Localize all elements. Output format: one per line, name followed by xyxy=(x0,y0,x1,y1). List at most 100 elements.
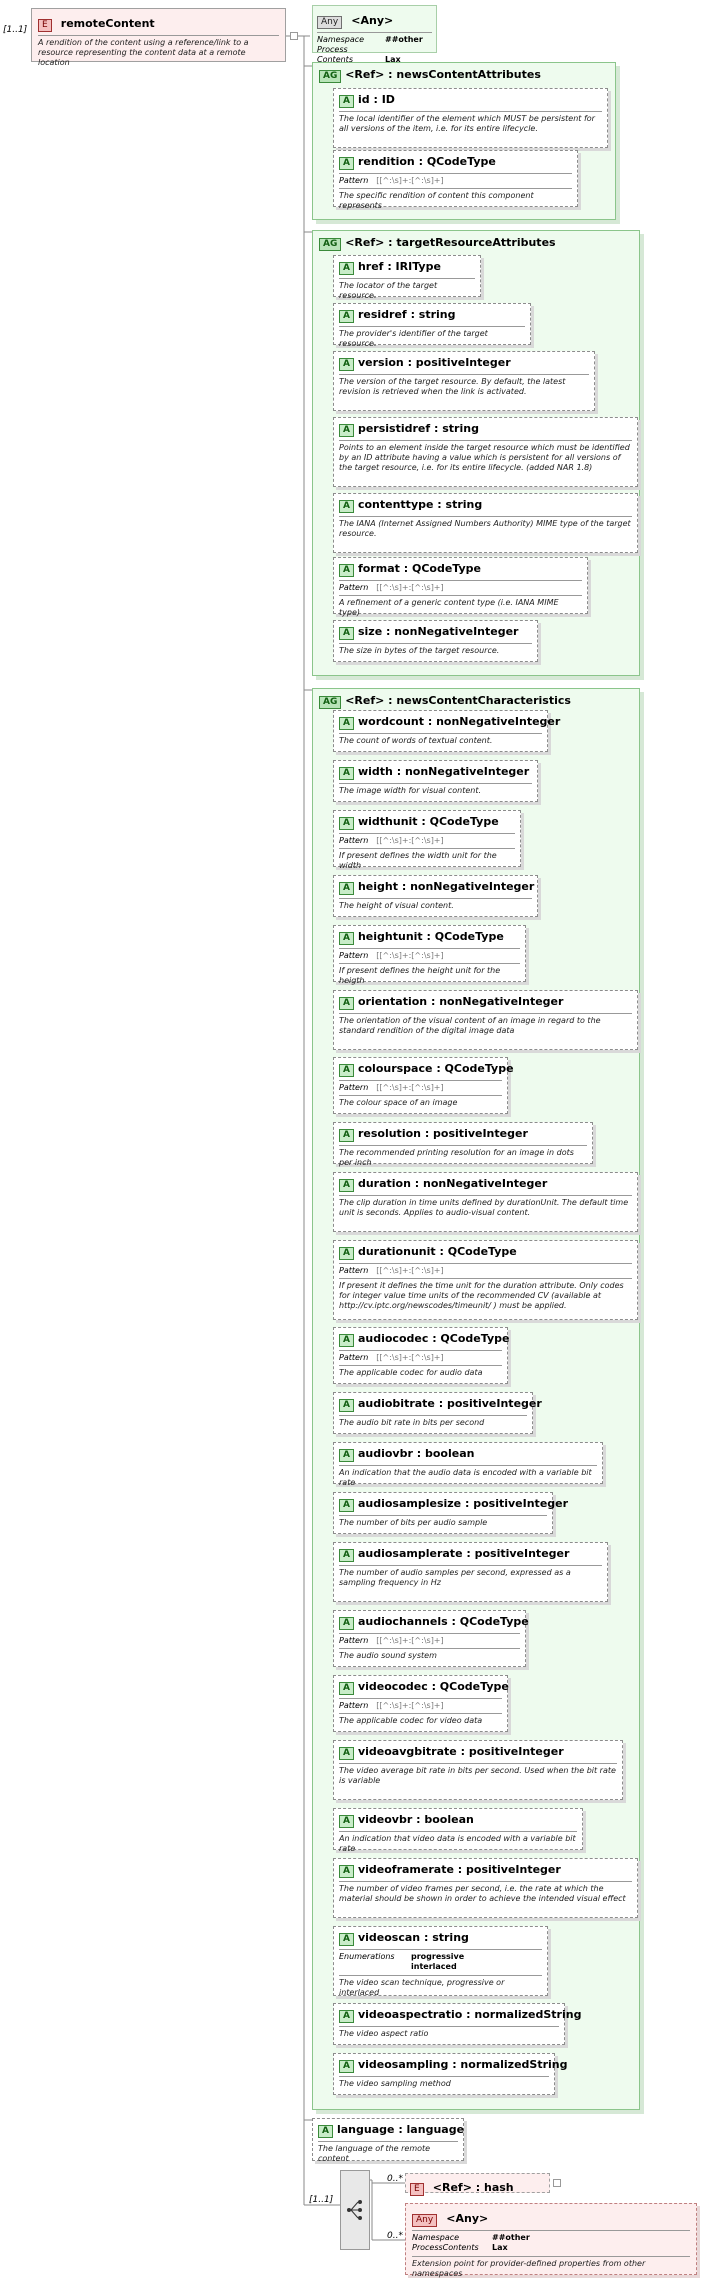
attribute-doc: The number of bits per audio sample xyxy=(339,1518,488,1527)
attribute-name: rendition xyxy=(357,155,415,168)
attribute-doc: If present defines the height unit for t… xyxy=(339,966,501,985)
attribute-icon: A xyxy=(339,1334,354,1347)
attribute-icon: A xyxy=(339,1933,354,1946)
attribute-icon: A xyxy=(339,500,354,513)
attribute-doc: The image width for visual content. xyxy=(339,786,482,795)
attribute-doc: The video scan technique, progressive or… xyxy=(339,1978,505,1997)
attribute-icon: A xyxy=(339,1617,354,1630)
element-icon: E xyxy=(38,19,52,32)
any-extension-doc: Extension point for provider-defined pro… xyxy=(412,2259,646,2278)
attribute-doc: The provider's identifier of the target … xyxy=(339,329,488,348)
pattern-label: Pattern xyxy=(339,1353,369,1362)
attribute-icon: A xyxy=(339,1449,354,1462)
attribute-icon: A xyxy=(339,1682,354,1695)
any-top-box[interactable]: Any <Any> Namespace##other Process Conte… xyxy=(312,5,437,64)
attribute-doc: If present it defines the time unit for … xyxy=(339,1281,624,1310)
process-contents-label: Process Contents xyxy=(317,45,353,64)
attribute-type: : QCodeType xyxy=(418,155,496,168)
root-element-box[interactable]: E remoteContent A rendition of the conte… xyxy=(31,8,286,67)
hash-element-box[interactable]: E <Ref> : hash xyxy=(405,2173,550,2196)
attribute-icon: A xyxy=(339,2060,354,2073)
attribute-name: size xyxy=(357,625,383,638)
attribute-type: : QCodeType xyxy=(432,1332,510,1345)
namespace-value: ##other xyxy=(492,2233,530,2242)
attribute-icon: A xyxy=(339,1399,354,1412)
attribute-type: : normalizedString xyxy=(466,2008,582,2021)
attribute-name: duration xyxy=(357,1177,411,1190)
attribute-doc: The recommended printing resolution for … xyxy=(339,1148,574,1167)
attribute-icon: A xyxy=(339,310,354,323)
attribute-type: : QCodeType xyxy=(421,815,499,828)
expand-toggle-icon[interactable] xyxy=(290,32,298,40)
attribute-doc: The locator of the target resource. xyxy=(339,281,438,300)
attribute-doc: The IANA (Internet Assigned Numbers Auth… xyxy=(339,519,631,538)
attribute-doc: The video sampling method xyxy=(339,2079,451,2088)
enumeration-value: interlaced xyxy=(411,1962,457,1971)
attribute-type: : QCodeType xyxy=(439,1245,517,1258)
pattern-label: Pattern xyxy=(339,1636,369,1645)
choice-multiplicity: [1..1] xyxy=(309,2195,334,2205)
pattern-value: [[^:\s]+:[^:\s]+] xyxy=(376,1701,444,1710)
enumeration-value: progressive xyxy=(411,1952,465,1961)
attribute-doc: A refinement of a generic content type (… xyxy=(339,598,559,617)
pattern-label: Pattern xyxy=(339,1083,369,1092)
attribute-name: videosampling xyxy=(357,2058,449,2071)
any-extension-box[interactable]: Any <Any> Namespace##other ProcessConten… xyxy=(405,2203,697,2278)
any-icon: Any xyxy=(317,16,343,29)
attribute-group-icon: AG xyxy=(319,70,342,83)
attribute-doc: The audio sound system xyxy=(339,1651,437,1660)
pattern-value: [[^:\s]+:[^:\s]+] xyxy=(376,1266,444,1275)
attribute-type: : positiveInteger xyxy=(424,1127,528,1140)
attribute-doc: The number of audio samples per second, … xyxy=(339,1568,571,1587)
expand-toggle-icon[interactable] xyxy=(553,2179,561,2187)
pattern-value: [[^:\s]+:[^:\s]+] xyxy=(376,836,444,845)
attribute-name: audiosamplerate xyxy=(357,1547,463,1560)
attribute-name: videoaspectratio xyxy=(357,2008,463,2021)
attribute-name: resolution xyxy=(357,1127,421,1140)
attribute-doc: The count of words of textual content. xyxy=(339,736,493,745)
attribute-doc: The video average bit rate in bits per s… xyxy=(339,1766,616,1785)
attribute-name: heightunit xyxy=(357,930,423,943)
attribute-icon: A xyxy=(339,1747,354,1760)
pattern-label: Pattern xyxy=(339,583,369,592)
attribute-name: audiosamplesize xyxy=(357,1497,462,1510)
attribute-type: : QCodeType xyxy=(451,1615,529,1628)
process-contents-label: ProcessContents xyxy=(412,2243,479,2252)
choice-compositor[interactable] xyxy=(340,2170,370,2250)
attribute-type: : positiveInteger xyxy=(460,1745,564,1758)
attribute-icon: A xyxy=(339,1179,354,1192)
